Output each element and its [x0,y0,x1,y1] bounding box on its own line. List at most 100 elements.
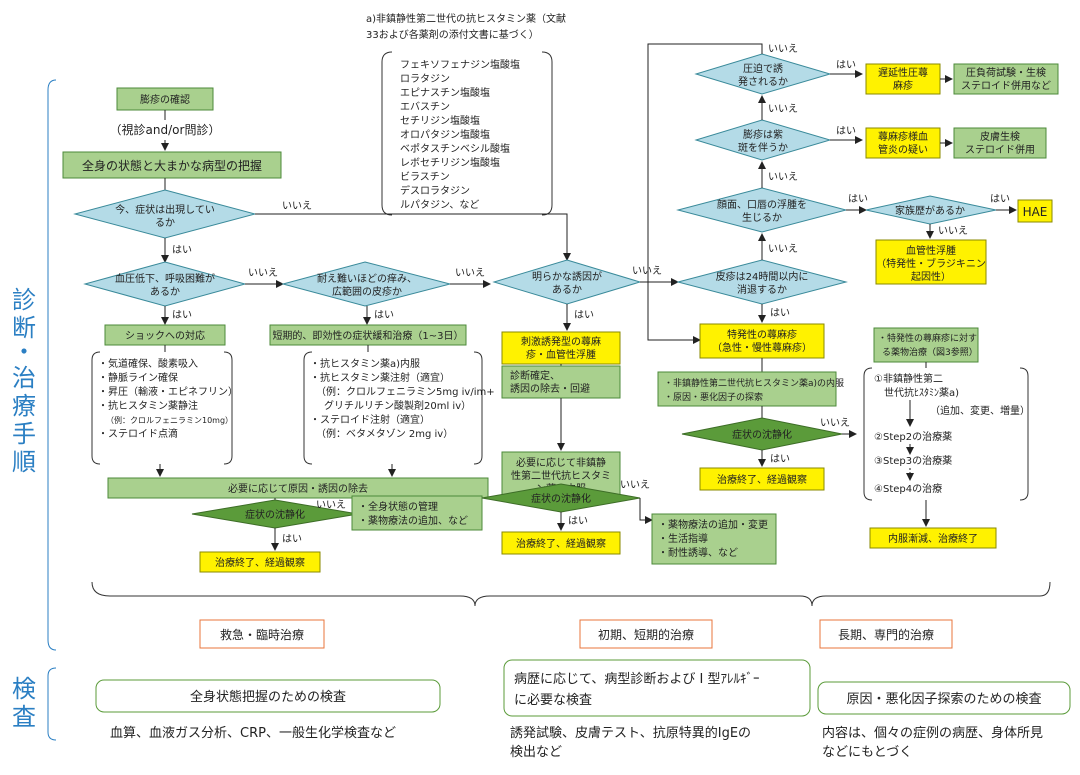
svg-text:ルパタジン、など: ルパタジン、など [400,199,479,211]
svg-text:あるか: あるか [150,286,180,298]
drug-list: フェキソフェナジン塩酸塩 ロラタジン エピナスチン塩酸塩 エバスチン セチリジン… [400,58,520,211]
svg-text:いいえ: いいえ [768,103,798,115]
svg-text:デスロラタジン: デスロラタジン [400,184,470,197]
svg-text:（追加、変更、増量）: （追加、変更、増量） [930,404,1030,417]
steps-list: ①非鎮静性第二 世代抗ﾋｽﾀﾐﾝ薬a) （追加、変更、増量） ②Step2の治療… [874,372,1030,495]
svg-text:手: 手 [12,420,36,448]
phase-emergency [199,619,325,649]
diagnosis-confirm-box [501,365,621,399]
svg-text:広範囲の皮疹か: 広範囲の皮疹か [332,285,402,298]
svg-text:④Step4の治療: ④Step4の治療 [874,482,942,495]
overall-grasp-box [62,151,282,179]
steps-brace [863,367,1029,501]
svg-text:グリチルリチン酸製剤20ml iv）: グリチルリチン酸製剤20ml iv） [324,399,471,412]
svg-text:HAE: HAE [1023,205,1048,219]
svg-text:皮膚生検: 皮膚生検 [980,130,1020,143]
delayed-test-box [953,63,1059,95]
vasculitis-box [865,127,941,159]
exam-type-desc-1: 誘発試験、皮膚テスト、抗原特異的IgEの [510,725,751,741]
svg-text:・ステロイド注射（適宜）: ・ステロイド注射（適宜） [310,413,430,426]
svg-text:刺激誘発型の蕁麻: 刺激誘発型の蕁麻 [521,335,601,348]
svg-text:ショックへの対応: ショックへの対応 [125,329,205,342]
exam-type-desc-2: 検出など [510,745,562,760]
svg-text:疹・血管性浮腫: 疹・血管性浮腫 [526,348,596,361]
svg-text:レボセチリジン塩酸塩: レボセチリジン塩酸塩 [400,156,500,169]
svg-text:明らかな誘因が: 明らかな誘因が [532,270,602,283]
svg-text:はい: はい [848,193,868,205]
svg-text:いいえ: いいえ [316,499,346,511]
svg-text:はい: はい [574,309,594,321]
side-label-diagnosis: 診 断 ・ 治 療 手 順 [12,286,36,476]
svg-text:圧負荷試験・生検: 圧負荷試験・生検 [966,66,1046,79]
svg-text:必要に応じて原因・誘因の除去: 必要に応じて原因・誘因の除去 [228,482,368,495]
svg-text:救急・臨時治療: 救急・臨時治療 [220,627,304,642]
svg-text:・特発性の蕁麻疹に対す: ・特発性の蕁麻疹に対す [878,332,977,344]
svg-text:いいえ: いいえ [248,267,278,279]
svg-text:病歴に応じて、病型診断および I 型ｱﾚﾙｷﾞｰ: 病歴に応じて、病型診断および I 型ｱﾚﾙｷﾞｰ [514,671,759,687]
svg-text:内服漸減、治療終了: 内服漸減、治療終了 [888,532,978,545]
svg-text:・抗ヒスタミン薬静注: ・抗ヒスタミン薬静注 [98,399,198,412]
svg-text:全身状態把握のための検査: 全身状態把握のための検査 [190,689,346,705]
svg-text:原因・悪化因子探索のための検査: 原因・悪化因子探索のための検査 [846,692,1041,707]
management-box [351,495,483,531]
svg-text:療: 療 [12,392,36,420]
shock-list: ・気道確保、酸素吸入 ・静脈ライン確保 ・昇圧（輸液・エピネフリン） ・抗ヒスタ… [98,357,238,440]
side-label-exam: 検 査 [12,675,36,731]
short-list: ・抗ヒスタミン薬a)内服 ・抗ヒスタミン薬注射（適宜） （例：クロルフェニラミン… [310,357,495,440]
spontaneous-tx-box [657,371,837,407]
remove-cause-box [107,477,489,499]
phase-bracket [91,581,1051,607]
svg-text:あるか: あるか [552,284,582,296]
decision-purpura [694,119,832,161]
svg-text:いいえ: いいえ [768,171,798,183]
svg-text:特発性の蕁麻疹: 特発性の蕁麻疹 [727,328,797,341]
svg-text:（例：ベタメタゾン 2mg iv）: （例：ベタメタゾン 2mg iv） [316,427,453,440]
svg-text:麻疹: 麻疹 [893,79,913,92]
svg-text:③Step3の治療薬: ③Step3の治療薬 [874,454,952,467]
footnote-line-1: a)非鎮静性第二世代の抗ヒスタミン薬（文献 [366,12,566,25]
decision-face-edema [676,187,848,233]
svg-text:はい: はい [836,59,856,71]
svg-text:ビラスチン: ビラスチン [400,171,450,183]
svg-text:膨疹の確認: 膨疹の確認 [140,93,190,106]
svg-text:エピナスチン塩酸塩: エピナスチン塩酸塩 [400,86,490,99]
svg-text:順: 順 [12,448,36,476]
svg-text:顔面、口唇の浮腫を: 顔面、口唇の浮腫を [717,198,807,211]
delayed-pressure-box [865,63,941,95]
svg-text:る薬物治療（図3参照）: る薬物治療（図3参照） [882,346,978,358]
svg-text:いいえ: いいえ [768,43,798,55]
svg-text:はい: はい [282,533,302,545]
svg-text:治療終了、経過観察: 治療終了、経過観察 [717,473,807,486]
svg-text:世代抗ﾋｽﾀﾐﾝ薬a): 世代抗ﾋｽﾀﾐﾝ薬a) [884,386,959,399]
side-bracket-exam [47,667,57,741]
svg-text:るか: るか [155,217,175,229]
svg-text:・気道確保、酸素吸入: ・気道確保、酸素吸入 [98,357,198,370]
svg-text:膨疹は紫: 膨疹は紫 [743,128,783,141]
svg-text:はい: はい [568,515,588,527]
svg-text:・昇圧（輸液・エピネフリン）: ・昇圧（輸液・エピネフリン） [98,385,238,398]
end-box-right [699,467,825,491]
svg-text:フェキソフェナジン塩酸塩: フェキソフェナジン塩酸塩 [400,58,520,71]
svg-text:・ステロイド点滴: ・ステロイド点滴 [98,427,178,440]
svg-text:検: 検 [12,675,36,703]
svg-text:ステロイド併用: ステロイド併用 [965,143,1035,156]
additional-therapy-box [651,513,777,565]
svg-text:エバスチン: エバスチン [400,101,450,113]
angioedema-box [875,239,987,285]
svg-text:はい: はい [836,125,856,137]
decision-pressure [694,53,832,95]
svg-text:・抗ヒスタミン薬a)内服: ・抗ヒスタミン薬a)内服 [310,357,420,370]
svg-text:はい: はい [770,307,790,319]
svg-text:起因性）: 起因性） [911,270,951,283]
end-box-left [199,551,321,573]
svg-text:長期、専門的治療: 長期、専門的治療 [838,627,934,642]
svg-text:・非鎮静性第二世代抗ヒスタミン薬a)の内服: ・非鎮静性第二世代抗ヒスタミン薬a)の内服 [664,377,844,389]
vasculitis-test-box [953,127,1047,159]
svg-text:はい: はい [172,309,192,321]
svg-text:いいえ: いいえ [455,267,485,279]
svg-text:症状の沈静化: 症状の沈静化 [732,428,792,441]
svg-text:はい: はい [990,193,1010,205]
side-bracket-diagnosis [47,79,57,651]
stimulus-urticaria-box [501,331,621,365]
